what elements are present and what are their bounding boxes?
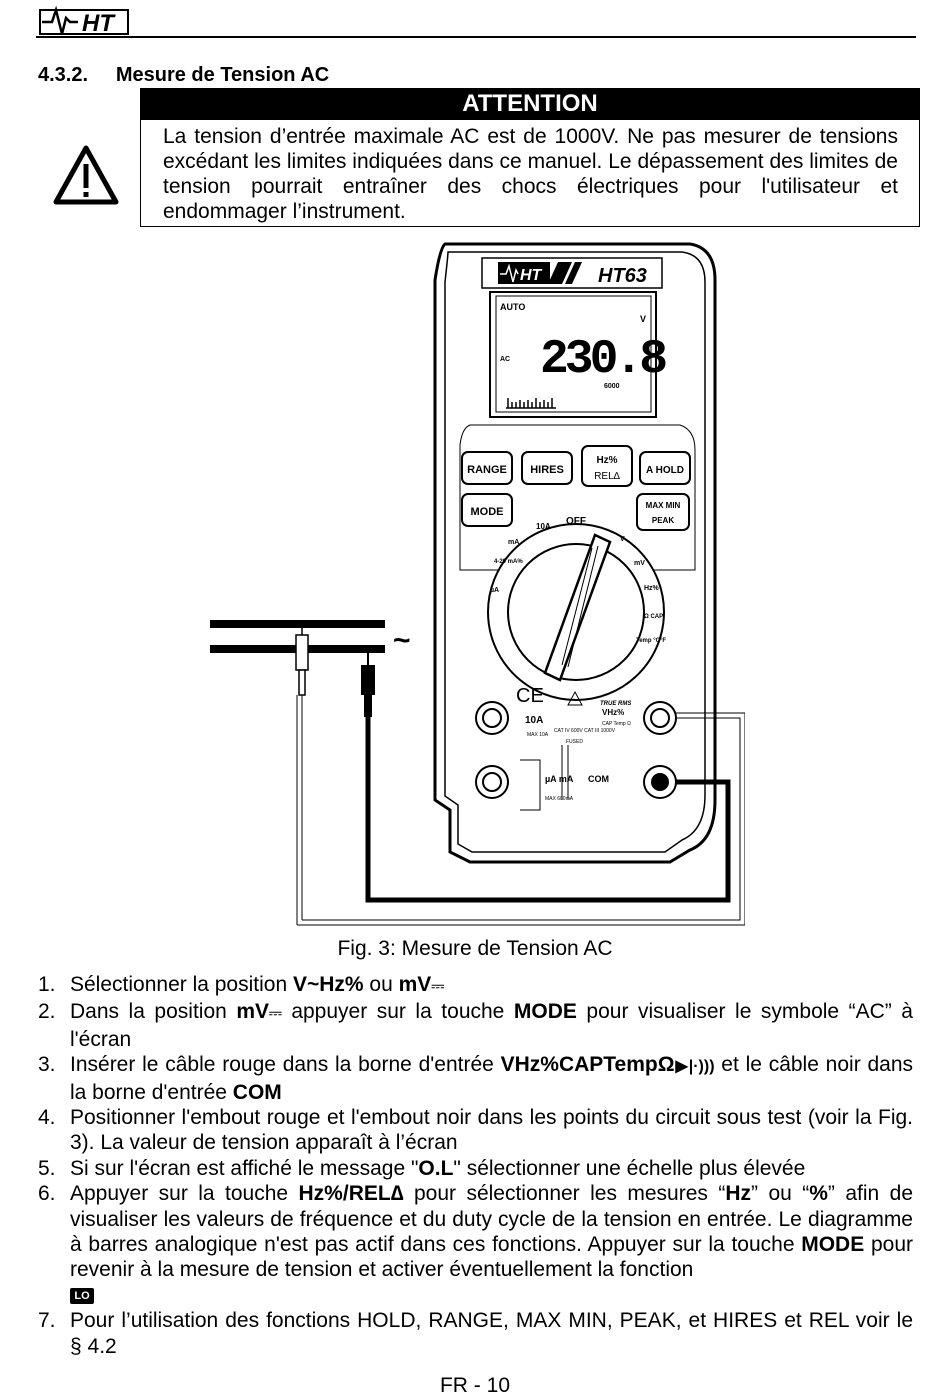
meter-label: 10A: [525, 715, 543, 726]
logo-text: HT: [82, 10, 116, 36]
lcd-ac: AC: [500, 356, 510, 363]
meter-label: VHz%: [602, 708, 624, 717]
rotary-dial: [487, 523, 665, 701]
jack-ua-ma: [475, 765, 509, 799]
step-6: 6. Appuyer sur la touche Hz%/REL∆ pour s…: [38, 1182, 913, 1305]
meter-label: 4-20 mA%: [494, 559, 523, 565]
meter-brand: HT: [520, 267, 543, 284]
meter-label: CAT IV 600V CAT III 1000V: [554, 728, 616, 734]
meter-model: HT63: [598, 265, 647, 287]
meter-label: Temp °C°F: [636, 638, 666, 644]
instruction-list: 1. Sélectionner la position V~Hz% ou mV⎓…: [38, 972, 913, 1359]
button-a-hold: A HOLD: [639, 451, 691, 485]
meter-label: TRUE RMS: [600, 701, 631, 707]
lcd-reading: 230.8: [540, 333, 666, 387]
section-heading: 4.3.2. Mesure de Tension AC: [38, 64, 329, 87]
meter-label: µA: [490, 587, 499, 594]
multimeter-figure: HT HT63 AUTO V AC 230.8 6000 RANGE HIRES…: [210, 242, 745, 926]
attention-box: [140, 119, 920, 227]
step-2: 2. Dans la position mV⎓ appuyer sur la t…: [38, 1000, 913, 1051]
meter-label: 10A: [536, 522, 551, 531]
button-hz-rel: Hz% REL∆: [581, 445, 633, 487]
figure-caption: Fig. 3: Mesure de Tension AC: [337, 937, 613, 960]
meter-label: A HOLD: [646, 465, 684, 476]
section-title: Mesure de Tension AC: [115, 64, 330, 86]
jack-vhz: [643, 701, 677, 735]
meter-label: µA mA: [545, 774, 574, 784]
lo-icon: LO: [70, 1288, 94, 1305]
jack-com: [643, 765, 677, 799]
ac-symbol: ~: [393, 624, 411, 657]
meter-label: MAX MIN: [646, 501, 681, 510]
meter-label: Ω CAP: [644, 614, 663, 620]
ht-logo: HT: [39, 5, 129, 36]
meter-label: REL∆: [594, 471, 620, 482]
warning-text: La tension d’entrée maximale AC est de 1…: [163, 125, 898, 223]
button-max-min-peak: MAX MIN PEAK: [636, 493, 690, 531]
warning-triangle-icon: [53, 145, 119, 205]
dc-ac-icon: ⎓: [269, 1005, 282, 1023]
meter-label: OFF: [566, 516, 586, 527]
header-rule: [36, 36, 916, 38]
meter-label: COM: [588, 774, 609, 784]
meter-label: MAX 600mA: [545, 796, 574, 802]
button-hires: HIRES: [521, 451, 573, 485]
meter-label: V: [620, 536, 625, 543]
step-3: 3. Insérer le câble rouge dans la borne …: [38, 1053, 913, 1104]
meter-label: mA: [508, 539, 519, 546]
attention-title: ATTENTION: [140, 88, 920, 119]
diode-continuity-icon: ▶|·))): [674, 1058, 715, 1076]
dc-ac-icon: ⎓: [431, 978, 445, 995]
button-mode: MODE: [461, 493, 513, 527]
page-number: FR - 10: [439, 1374, 510, 1397]
jack-10a: [475, 701, 509, 735]
black-probe: [361, 650, 731, 903]
step-4: 4. Positionner l'embout rouge et l'embou…: [38, 1106, 913, 1155]
meter-label: PEAK: [652, 516, 674, 525]
lcd-unit: V: [640, 314, 646, 324]
meter-label: MODE: [471, 506, 504, 518]
meter-label: RANGE: [467, 464, 507, 476]
meter-label: MAX 10A: [527, 732, 549, 738]
lcd-auto: AUTO: [500, 302, 525, 312]
step-7: 7. Pour l’utilisation des fonctions HOLD…: [38, 1309, 913, 1358]
step-1: 1. Sélectionner la position V~Hz% ou mV⎓: [38, 973, 445, 996]
lcd-bargraph: [506, 398, 556, 409]
meter-label: CAP Temp Ω: [602, 721, 631, 727]
section-number: 4.3.2.: [38, 64, 89, 86]
meter-label: FUSED: [566, 739, 583, 745]
meter-label: HIRES: [530, 464, 564, 476]
meter-label: Hz%: [644, 585, 660, 592]
red-probe: [295, 624, 745, 926]
meter-label: mV: [634, 560, 645, 567]
step-5: 5. Si sur l'écran est affiché le message…: [38, 1156, 806, 1180]
lcd-range: 6000: [604, 383, 620, 390]
button-range: RANGE: [461, 451, 513, 485]
meter-label: Hz%: [596, 455, 617, 466]
ce-mark: CE: [516, 685, 544, 707]
